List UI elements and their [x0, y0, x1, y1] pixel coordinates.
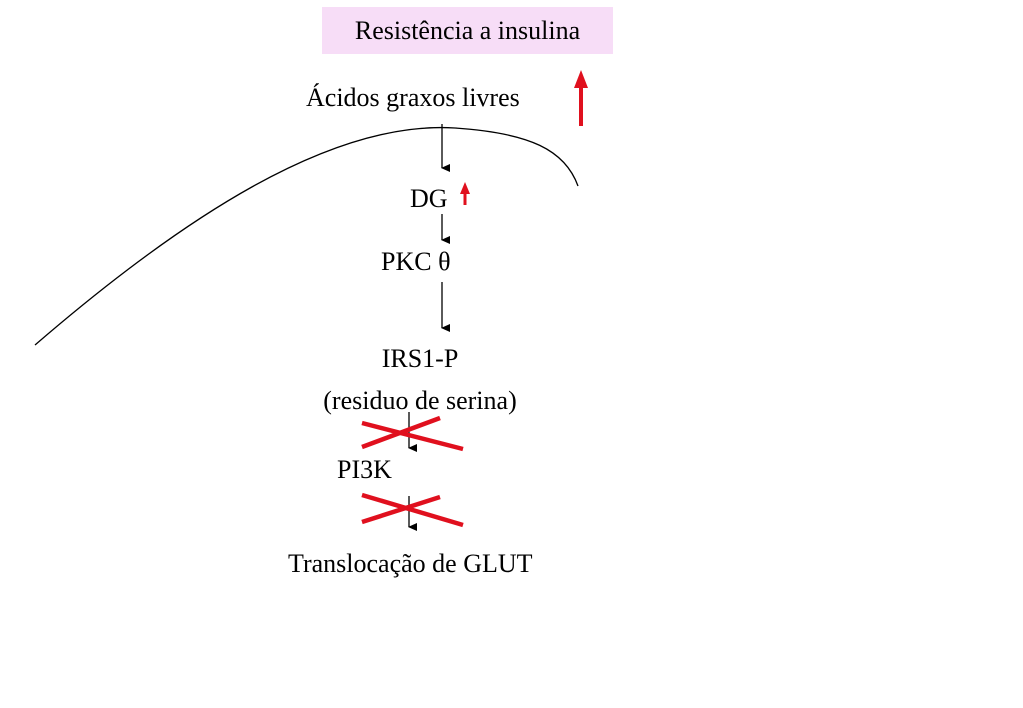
block-cross-pi3k-glut	[361, 492, 464, 528]
title-box: Resistência a insulina	[322, 7, 613, 54]
block-cross-irs1-pi3k	[361, 415, 464, 452]
node-pi3k: PI3K	[337, 455, 392, 484]
node-dg: DG	[410, 184, 448, 213]
node-pkc: PKC θ	[381, 247, 451, 276]
increase-arrow-ffa	[574, 70, 588, 126]
title-text: Resistência a insulina	[354, 16, 581, 45]
increase-arrow-dg	[460, 182, 470, 205]
node-irs1-sublabel: (residuo de serina)	[323, 386, 517, 415]
node-irs1-label: IRS1-P	[381, 344, 459, 373]
node-glut: Translocação de GLUT	[288, 549, 533, 578]
node-ffa: Ácidos graxos livres	[306, 83, 520, 112]
curved-boundary-line	[34, 126, 579, 346]
